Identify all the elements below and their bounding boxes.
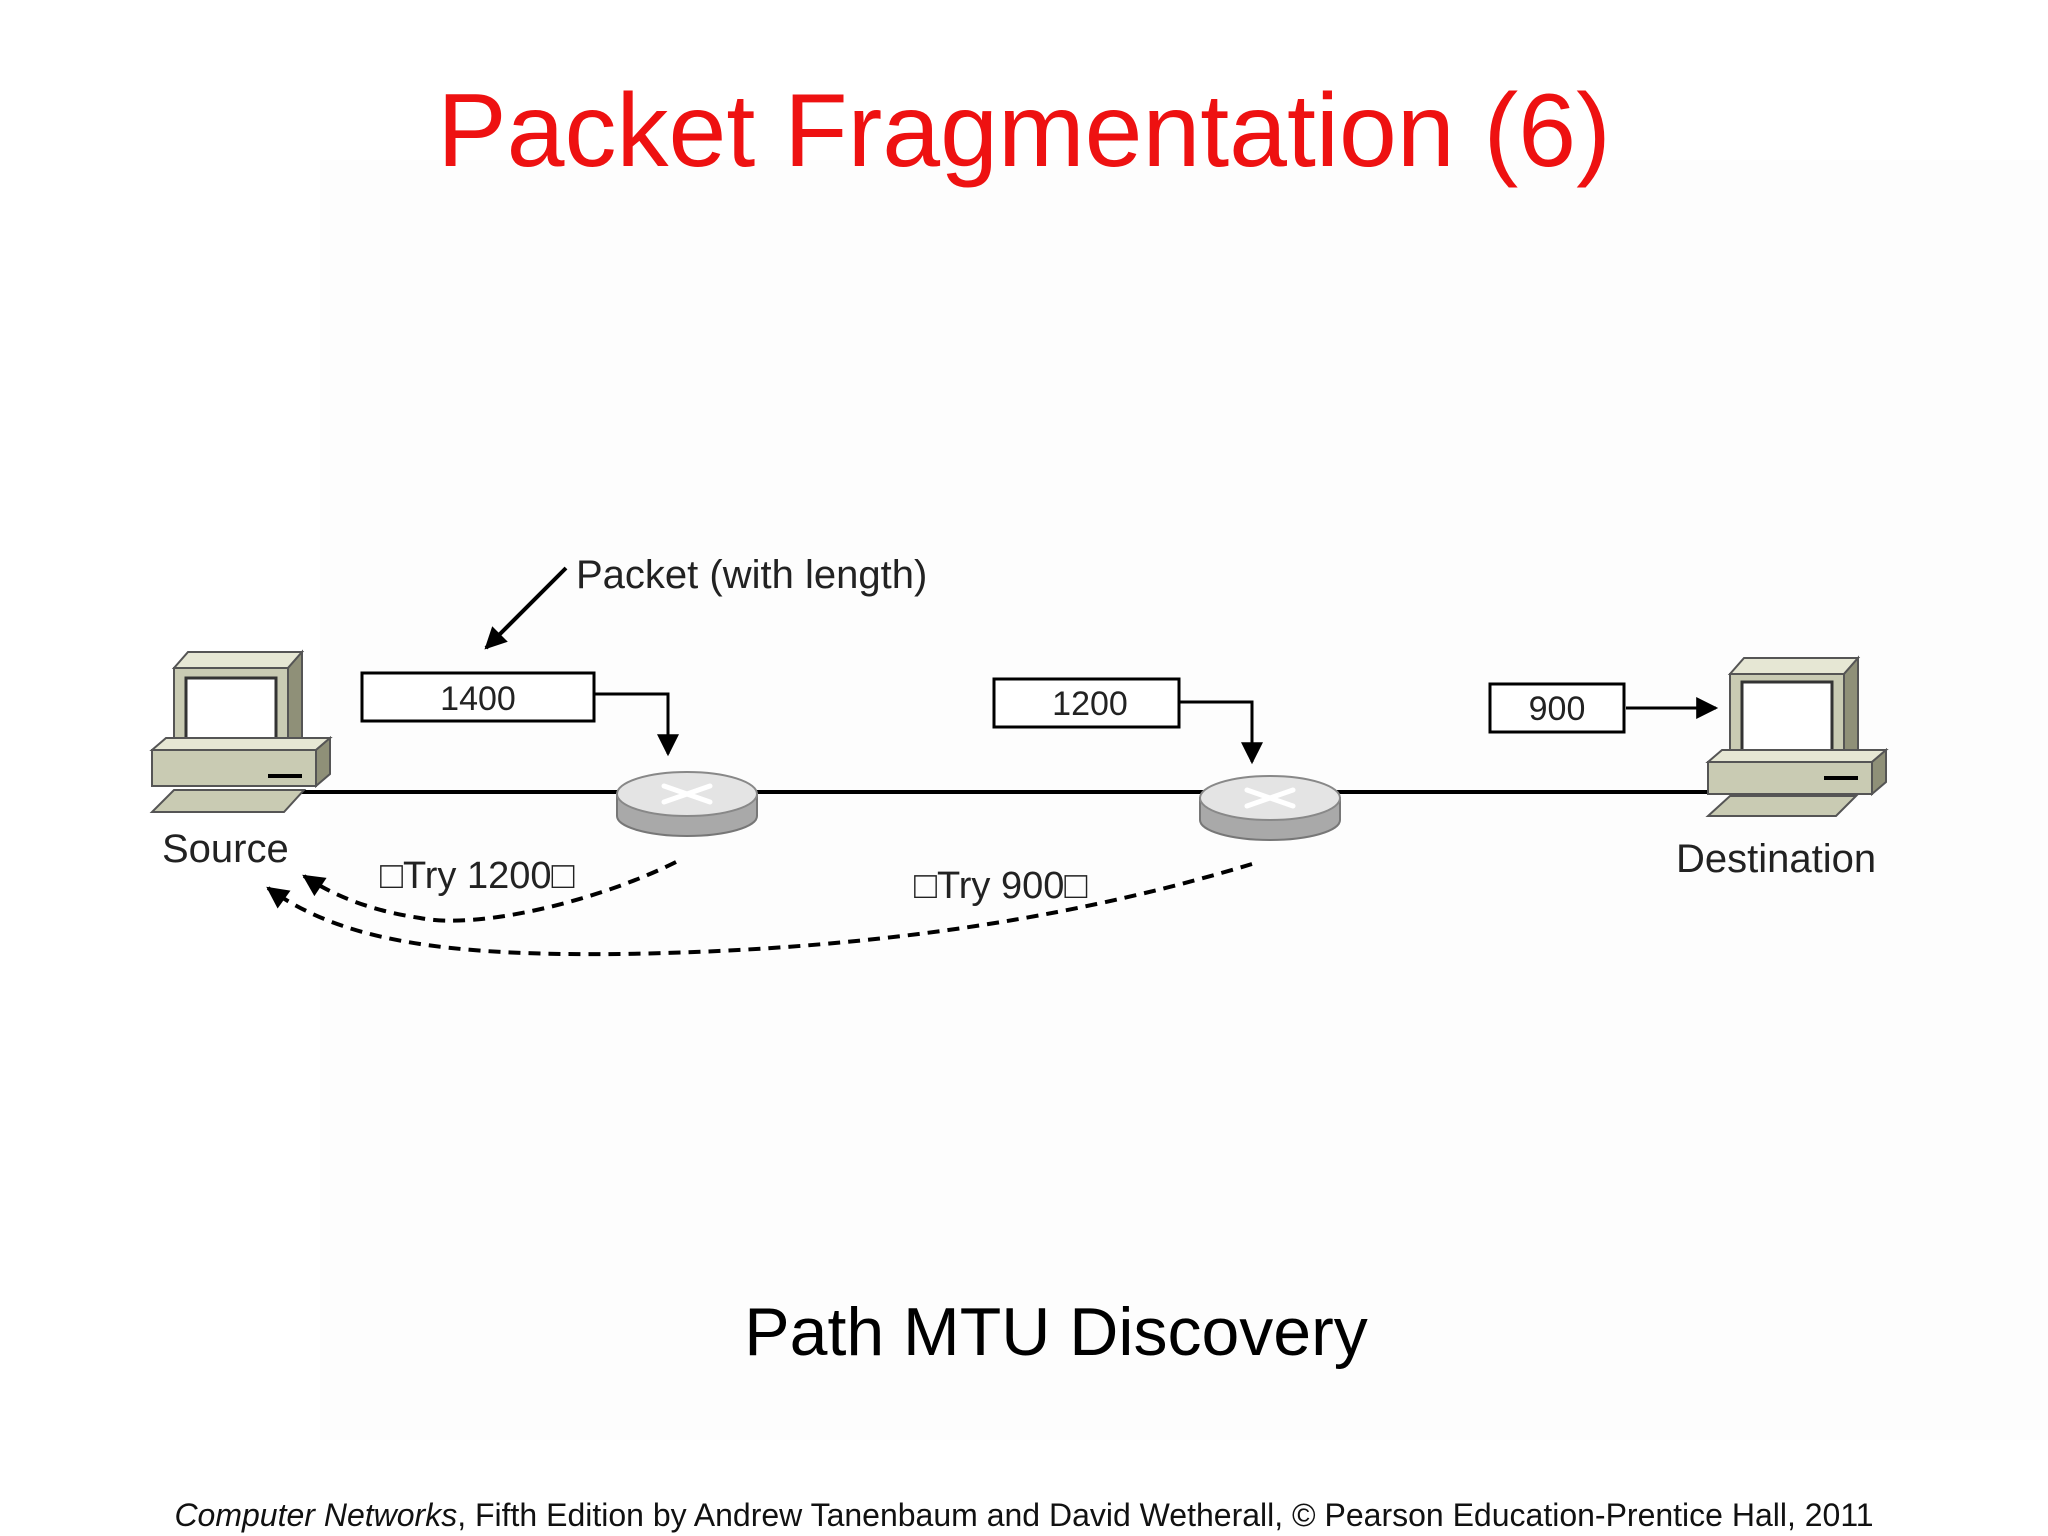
router-icon (1199, 775, 1341, 841)
destination-computer-icon (1705, 655, 1889, 817)
packet-arrow (1179, 700, 1263, 765)
source-label: Source (162, 827, 289, 871)
source-computer-icon (149, 649, 333, 813)
reply-arrow-1200 (302, 860, 677, 923)
packet-arrow (594, 692, 679, 757)
reply-try-900: □Try 900□ (914, 865, 1087, 907)
packet-size: 1400 (440, 680, 516, 718)
slide-subtitle: Path MTU Discovery (744, 1294, 1368, 1370)
slide-title: Packet Fragmentation (6) (437, 73, 1611, 189)
router-icon (616, 771, 758, 837)
reply-arrow-900 (266, 862, 1253, 957)
packet-size: 900 (1529, 690, 1586, 728)
packet-box (992, 677, 1181, 729)
slide-footer: Computer Networks, Fifth Edition by Andr… (0, 1496, 2048, 1534)
packet-label: Packet (with length) (576, 553, 927, 597)
packet-pointer-arrow (484, 566, 568, 650)
packet-size: 1200 (1052, 685, 1128, 723)
reply-try-1200: □Try 1200□ (380, 855, 575, 897)
packet-box (1488, 682, 1626, 734)
footer-book-title: Computer Networks (174, 1497, 458, 1533)
footer-citation: , Fifth Edition by Andrew Tanenbaum and … (457, 1497, 1874, 1533)
packet-box (360, 671, 596, 723)
destination-label: Destination (1676, 837, 1876, 881)
